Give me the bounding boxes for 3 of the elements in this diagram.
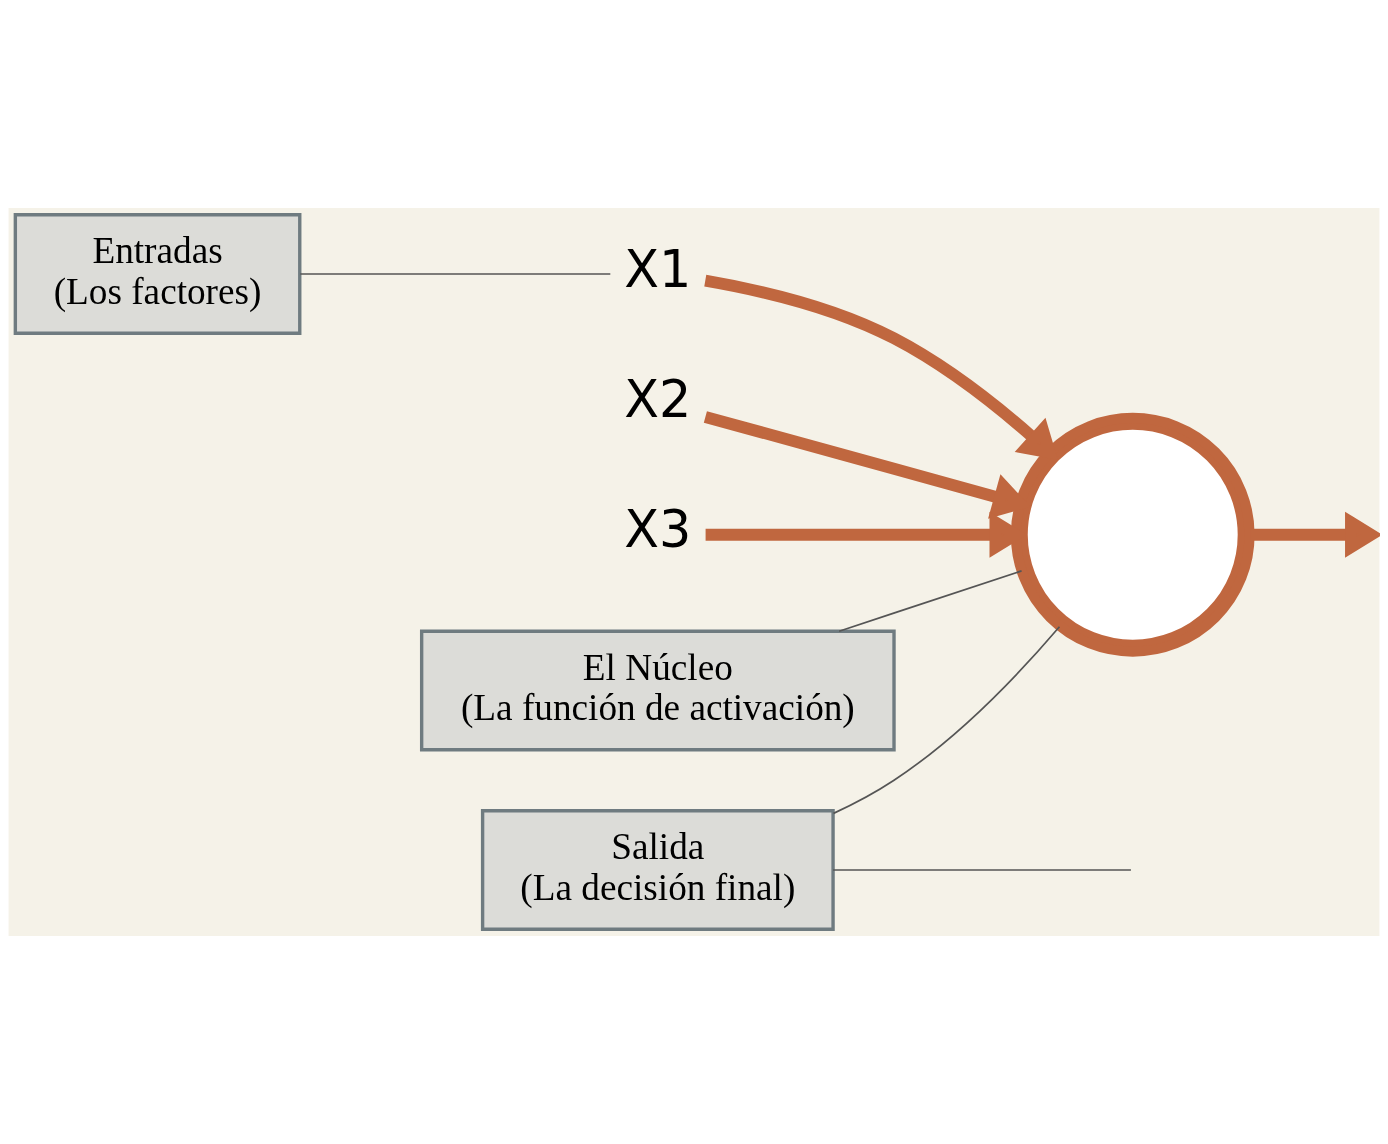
node-text: X2 [624,370,692,430]
node-text: X3 [624,500,692,560]
node-text: X1 [624,239,692,299]
